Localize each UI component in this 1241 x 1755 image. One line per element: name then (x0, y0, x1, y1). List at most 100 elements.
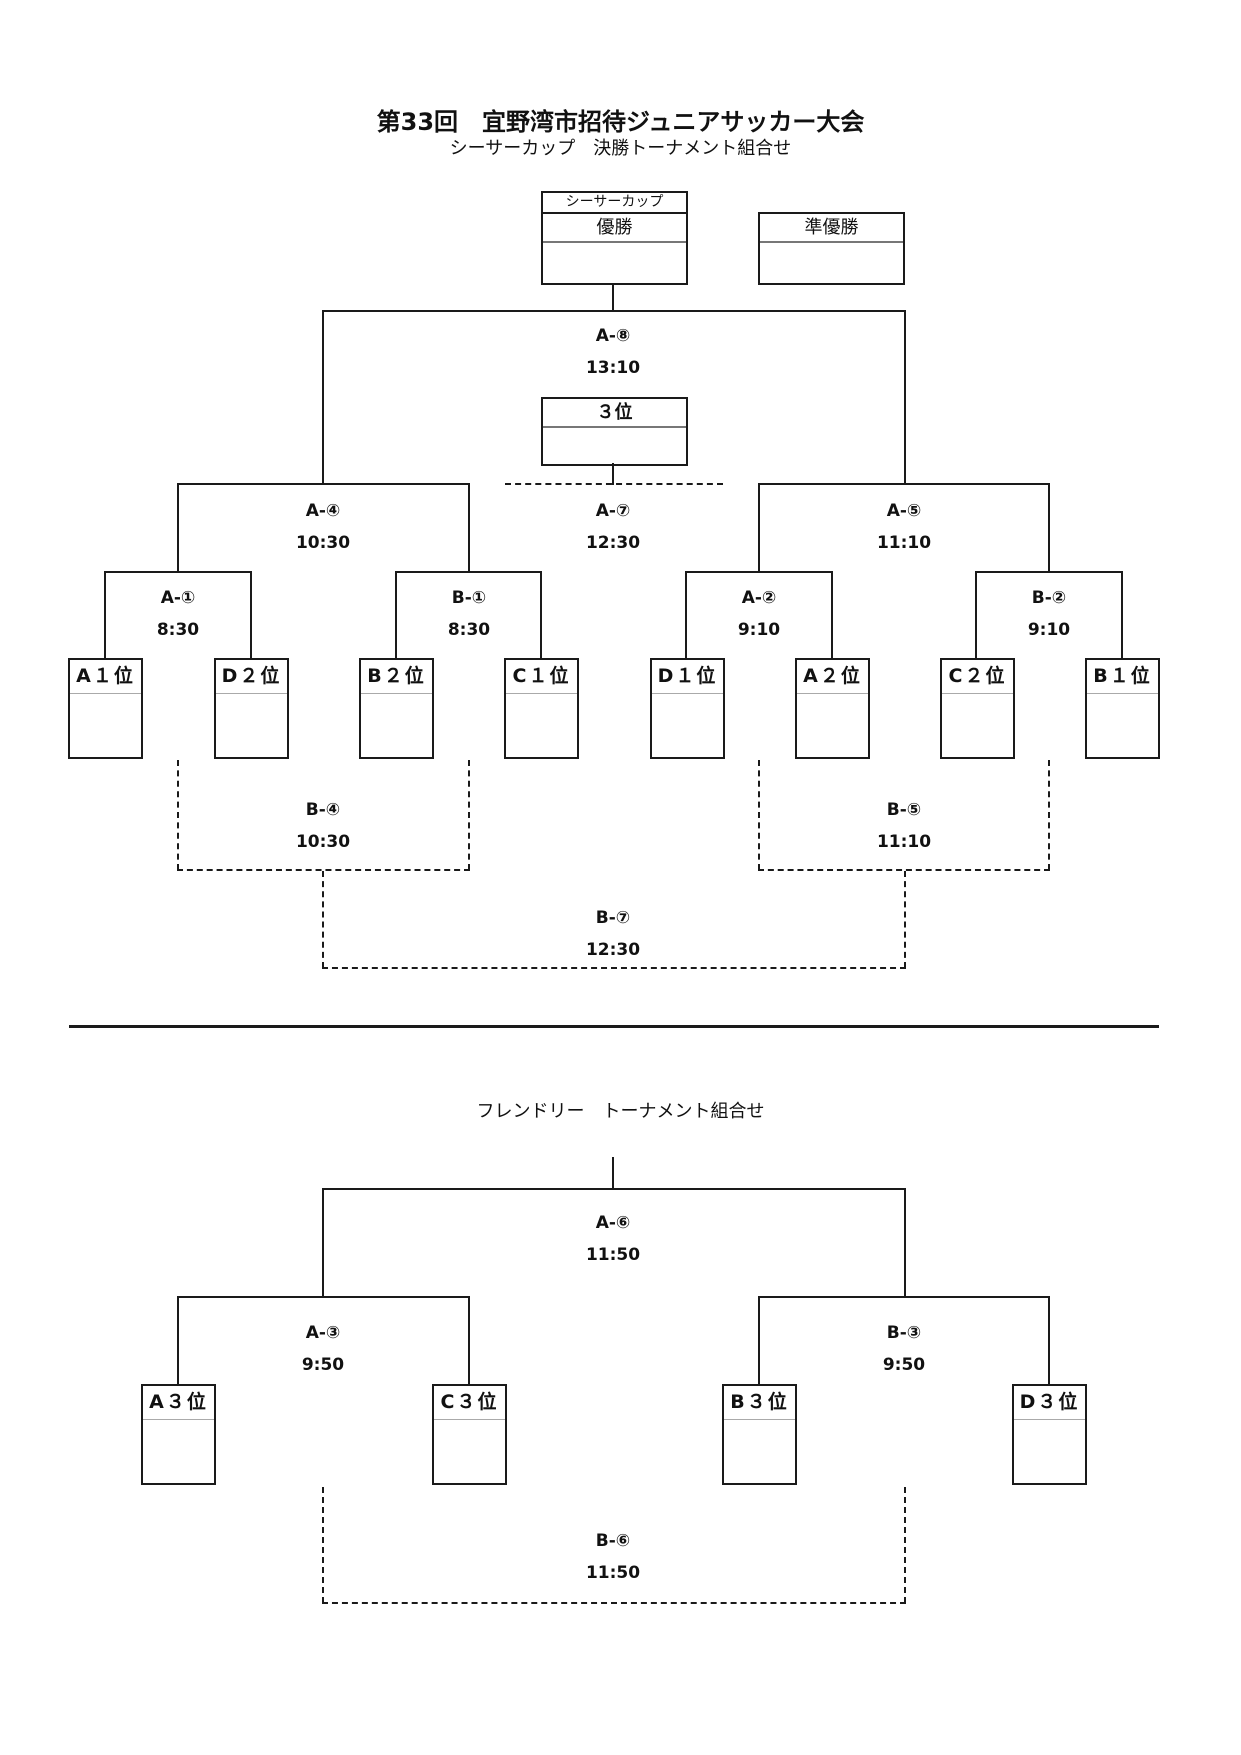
friendly-final-bracket-top (322, 1188, 906, 1190)
match-label-round1: B-② 9:10 (969, 582, 1129, 646)
section-divider (69, 1025, 1159, 1028)
semifinal-bracket-right (468, 483, 470, 573)
friendly-round1-bracket-right (1048, 1296, 1050, 1385)
consolation-final-right (904, 871, 906, 968)
consolation-final-left (322, 871, 324, 968)
friendly-consolation-right (904, 1487, 906, 1603)
team-seed-label: C１位 (506, 660, 577, 694)
consolation-bracket-right (468, 760, 470, 870)
runner-up-entry (760, 243, 903, 283)
match-time: 10:30 (295, 832, 351, 852)
third-place-label: ３位 (543, 399, 686, 428)
team-slot: D３位 (1012, 1384, 1087, 1485)
match-time: 8:30 (156, 620, 200, 640)
consolation-bracket-left (758, 760, 760, 870)
match-code: A-③ (305, 1323, 341, 1343)
round1-bracket-right (831, 571, 833, 659)
champion-box: シーサーカップ 優勝 (541, 191, 688, 285)
page-title: 第33回 宜野湾市招待ジュニアサッカー大会 (376, 108, 865, 136)
semifinal-bracket-left (177, 483, 179, 573)
round1-bracket-left (975, 571, 977, 659)
match-label-friendly-round1: A-③ 9:50 (243, 1317, 403, 1381)
cup-name-label: シーサーカップ (543, 193, 686, 214)
page-subtitle: シーサーカップ 決勝トーナメント組合せ (449, 138, 792, 159)
match-time: 11:50 (585, 1563, 641, 1583)
match-code: A-⑤ (886, 501, 922, 521)
friendly-heading: フレンドリー トーナメント組合せ (476, 1101, 765, 1122)
champion-entry (543, 243, 686, 283)
team-seed-label: A２位 (797, 660, 868, 694)
semifinal-bracket-left (758, 483, 760, 573)
team-slot: B３位 (722, 1384, 797, 1485)
match-label-friendly-consolation: B-⑥ 11:50 (533, 1525, 693, 1589)
semifinal-bracket-top (758, 483, 1050, 485)
consolation-bracket-right (1048, 760, 1050, 870)
team-seed-label: B１位 (1087, 660, 1158, 694)
team-seed-label: C３位 (434, 1386, 505, 1420)
round1-bracket-left (104, 571, 106, 659)
match-time: 11:10 (876, 533, 932, 553)
friendly-consolation-bottom (322, 1602, 906, 1604)
match-time: 9:50 (882, 1355, 926, 1375)
team-slot: C２位 (940, 658, 1015, 759)
match-label-third-place: A-⑦ 12:30 (533, 495, 693, 559)
round1-bracket-top (395, 571, 542, 573)
runner-up-box: 準優勝 (758, 212, 905, 285)
round1-bracket-top (104, 571, 252, 573)
match-code: B-② (1031, 588, 1067, 608)
friendly-round1-bracket-right (468, 1296, 470, 1385)
team-slot: B１位 (1085, 658, 1160, 759)
team-slot: C３位 (432, 1384, 507, 1485)
match-label-round1: A-② 9:10 (679, 582, 839, 646)
match-label-consolation: B-⑤ 11:10 (824, 794, 984, 858)
third-place-entry (543, 428, 686, 464)
team-seed-label: B３位 (724, 1386, 795, 1420)
team-slot: A３位 (141, 1384, 216, 1485)
match-label-semifinal: A-⑤ 11:10 (824, 495, 984, 559)
team-seed-label: B２位 (361, 660, 432, 694)
consolation-bracket-bottom (758, 869, 1050, 871)
team-slot: D１位 (650, 658, 725, 759)
match-time: 9:50 (301, 1355, 345, 1375)
round1-bracket-right (1121, 571, 1123, 659)
match-code: B-⑥ (595, 1531, 631, 1551)
friendly-final-bracket-left (322, 1188, 324, 1298)
team-slot: A１位 (68, 658, 143, 759)
match-time: 9:10 (737, 620, 781, 640)
team-seed-label: D３位 (1014, 1386, 1085, 1420)
friendly-final-bracket-right (904, 1188, 906, 1298)
round1-bracket-left (685, 571, 687, 659)
consolation-bracket-bottom (177, 869, 470, 871)
match-time: 12:30 (585, 533, 641, 553)
match-code: A-⑧ (595, 326, 631, 346)
match-code: A-② (741, 588, 777, 608)
semifinal-bracket-right (1048, 483, 1050, 573)
match-time: 12:30 (585, 940, 641, 960)
third-place-box: ３位 (541, 397, 688, 466)
match-time: 11:10 (876, 832, 932, 852)
friendly-round1-bracket-left (758, 1296, 760, 1385)
match-code: A-① (160, 588, 196, 608)
team-seed-label: D１位 (652, 660, 723, 694)
team-slot: C１位 (504, 658, 579, 759)
match-time: 10:30 (295, 533, 351, 553)
round1-bracket-left (395, 571, 397, 659)
match-label-consolation-final: B-⑦ 12:30 (533, 902, 693, 966)
match-time: 8:30 (447, 620, 491, 640)
match-label-friendly-final: A-⑥ 11:50 (533, 1207, 693, 1271)
third-place-bracket-dashed (505, 483, 723, 485)
match-time: 13:10 (585, 358, 641, 378)
friendly-final-stem (612, 1157, 614, 1190)
consolation-bracket-left (177, 760, 179, 870)
round1-bracket-top (975, 571, 1123, 573)
team-seed-label: D２位 (216, 660, 287, 694)
match-code: B-④ (305, 800, 341, 820)
match-label-semifinal: A-④ 10:30 (243, 495, 403, 559)
team-slot: B２位 (359, 658, 434, 759)
match-code: A-⑥ (595, 1213, 631, 1233)
semifinal-bracket-top (177, 483, 470, 485)
team-slot: D２位 (214, 658, 289, 759)
team-seed-label: A３位 (143, 1386, 214, 1420)
match-label-consolation: B-④ 10:30 (243, 794, 403, 858)
match-code: B-③ (886, 1323, 922, 1343)
